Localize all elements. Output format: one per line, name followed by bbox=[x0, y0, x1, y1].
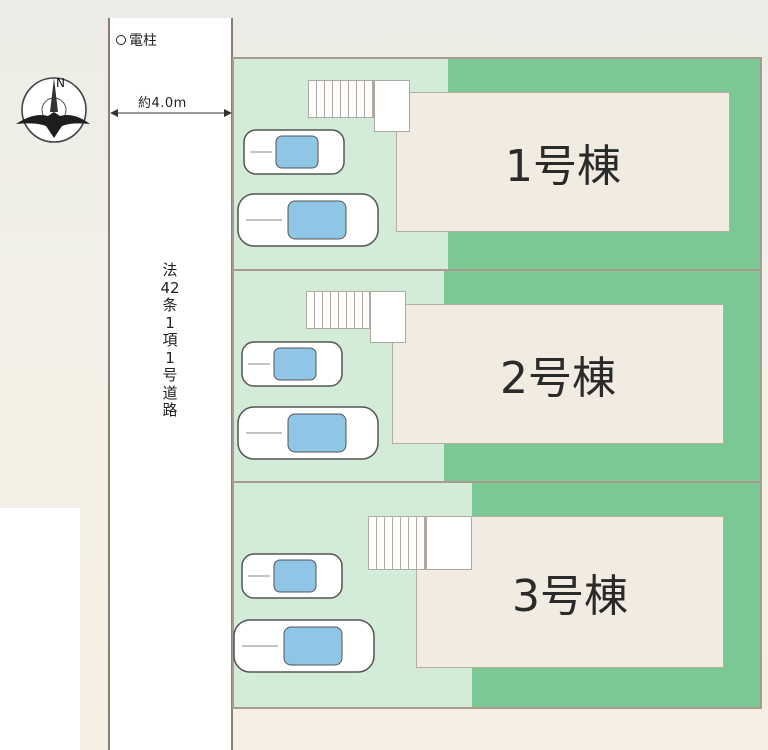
car-sedan-3 bbox=[233, 619, 375, 673]
entrance-steps-1 bbox=[308, 80, 374, 118]
building-2: 2号棟 bbox=[392, 304, 724, 444]
entrance-porch-1 bbox=[374, 80, 410, 132]
compass-north-label: N bbox=[56, 76, 65, 90]
car-compact-3 bbox=[241, 553, 343, 599]
utility-pole-label: 電柱 bbox=[116, 30, 157, 50]
utility-pole-text: 電柱 bbox=[129, 33, 157, 49]
road-width-arrow bbox=[110, 109, 232, 117]
car-compact-2 bbox=[241, 341, 343, 387]
car-sedan-2 bbox=[237, 406, 379, 460]
car-compact-1 bbox=[243, 129, 345, 175]
car-sedan-1 bbox=[237, 193, 379, 247]
entrance-steps-2 bbox=[306, 291, 370, 329]
entrance-porch-3 bbox=[426, 516, 472, 570]
building-2-label: 2号棟 bbox=[500, 353, 616, 404]
entrance-porch-2 bbox=[370, 291, 406, 343]
entrance-steps-3 bbox=[368, 516, 426, 570]
building-1: 1号棟 bbox=[396, 92, 730, 232]
road-width-label: 約4.0m bbox=[138, 96, 187, 111]
compass-north-icon: N bbox=[16, 76, 90, 143]
road-name: 法42条1項1号道路 bbox=[160, 261, 180, 419]
building-3-label: 3号棟 bbox=[512, 571, 628, 622]
blank-area bbox=[0, 508, 80, 750]
utility-pole-icon bbox=[116, 35, 126, 45]
building-1-label: 1号棟 bbox=[505, 141, 621, 192]
lot-2: 2号棟 bbox=[232, 269, 762, 483]
